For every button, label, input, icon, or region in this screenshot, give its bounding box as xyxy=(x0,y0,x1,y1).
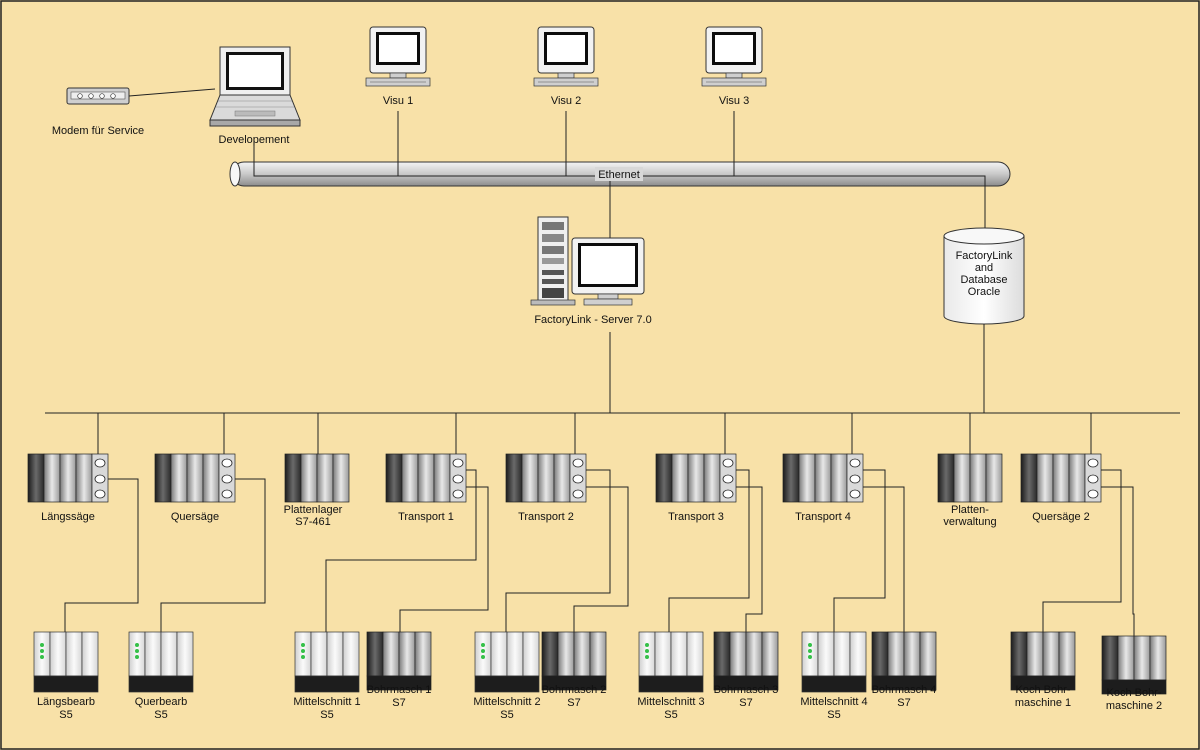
transport1-label: Transport 1 xyxy=(398,511,454,523)
rack-bohrmasch2-icon xyxy=(541,631,607,691)
bohrmasch1-label-line2: S7 xyxy=(392,697,405,709)
rack-mittelschnitt4-icon xyxy=(801,631,867,693)
rack-mittelschnitt1-icon xyxy=(294,631,360,693)
transport3-label: Transport 3 xyxy=(668,511,724,523)
mittelschnitt4-label-line1: Mittelschnitt 4 xyxy=(800,696,867,708)
visu2-label: Visu 2 xyxy=(551,95,581,107)
mittelschnitt2-label-line2: S5 xyxy=(500,709,513,721)
modem-icon xyxy=(66,87,130,105)
laengsbearb-label-line2: S5 xyxy=(59,709,72,721)
serial-links xyxy=(64,469,1135,636)
bohrmasch3-label-line1: Bohrmasch 3 xyxy=(714,684,779,696)
plc-laengssaege-icon xyxy=(27,453,109,503)
visu3-label: Visu 3 xyxy=(719,95,749,107)
server-tower-icon xyxy=(530,216,576,306)
kochbohr1-label-line2: maschine 1 xyxy=(1015,697,1071,709)
kochbohr2-label-line1: Koch Bohr- xyxy=(1106,687,1161,699)
mittelschnitt3-label-line2: S5 xyxy=(664,709,677,721)
database-label-line4: Oracle xyxy=(968,286,1000,298)
rack-mittelschnitt2-icon xyxy=(474,631,540,693)
bohrmasch2-label-line1: Bohrmasch 2 xyxy=(542,684,607,696)
rack-kochbohr1-icon xyxy=(1010,631,1076,691)
plc-plattenverwaltung-icon xyxy=(937,453,1003,503)
kochbohr2-label-line2: maschine 2 xyxy=(1106,700,1162,712)
laengsbearb-label-line1: Längsbearb xyxy=(37,696,95,708)
mittelschnitt4-label-line2: S5 xyxy=(827,709,840,721)
database-label-line1: FactoryLink xyxy=(956,250,1013,262)
bohrmasch2-label-line2: S7 xyxy=(567,697,580,709)
plc-transport2-icon xyxy=(505,453,587,503)
fieldbus xyxy=(45,324,1180,454)
database-label-line3: Database xyxy=(960,274,1007,286)
laptop-icon xyxy=(209,46,301,127)
plattenlager-label-line2: S7-461 xyxy=(295,516,330,528)
bohrmasch4-label-line1: Bohrmasch 4 xyxy=(872,684,937,696)
server-monitor-icon xyxy=(571,237,645,306)
modem-label: Modem für Service xyxy=(52,125,144,137)
quersaege2-label: Quersäge 2 xyxy=(1032,511,1089,523)
querbearb-label-line1: Querbearb xyxy=(135,696,188,708)
rack-querbearb-icon xyxy=(128,631,194,693)
rack-bohrmasch3-icon xyxy=(713,631,779,691)
mittelschnitt2-label-line1: Mittelschnitt 2 xyxy=(473,696,540,708)
rack-bohrmasch1-icon xyxy=(366,631,432,691)
rack-kochbohr2-icon xyxy=(1101,635,1167,695)
laengssaege-label: Längssäge xyxy=(41,511,95,523)
ethernet-label: Ethernet xyxy=(598,169,640,181)
plattenlager-label-line1: Plattenlager xyxy=(284,504,343,516)
bohrmasch3-label-line2: S7 xyxy=(739,697,752,709)
rack-laengsbearb-icon xyxy=(33,631,99,693)
database-label-line2: and xyxy=(975,262,993,274)
plc-quersaege-icon xyxy=(154,453,236,503)
transport4-label: Transport 4 xyxy=(795,511,851,523)
mittelschnitt1-label-line1: Mittelschnitt 1 xyxy=(293,696,360,708)
plc-transport4-icon xyxy=(782,453,864,503)
bohrmasch4-label-line2: S7 xyxy=(897,697,910,709)
server-label: FactoryLink - Server 7.0 xyxy=(534,314,651,326)
querbearb-label-line2: S5 xyxy=(154,709,167,721)
transport2-label: Transport 2 xyxy=(518,511,574,523)
visu1-label: Visu 1 xyxy=(383,95,413,107)
database-icon xyxy=(943,227,1025,325)
plattenverwaltung-label-line2: verwaltung xyxy=(943,516,996,528)
kochbohr1-label-line1: Koch Bohr- xyxy=(1015,684,1070,696)
ethernet-label-bg xyxy=(595,167,643,181)
mittelschnitt3-label-line1: Mittelschnitt 3 xyxy=(637,696,704,708)
modem-cable xyxy=(128,88,216,97)
rack-bohrmasch4-icon xyxy=(871,631,937,691)
plc-transport3-icon xyxy=(655,453,737,503)
quersaege-label: Quersäge xyxy=(171,511,219,523)
plc-transport1-icon xyxy=(385,453,467,503)
mittelschnitt1-label-line2: S5 xyxy=(320,709,333,721)
bohrmasch1-label-line1: Bohrmasch 1 xyxy=(367,684,432,696)
plc-plattenlager-icon xyxy=(284,453,350,503)
rack-mittelschnitt3-icon xyxy=(638,631,704,693)
plc-quersaege2-icon xyxy=(1020,453,1102,503)
plattenverwaltung-label-line1: Platten- xyxy=(951,504,989,516)
developement-label: Developement xyxy=(219,134,290,146)
